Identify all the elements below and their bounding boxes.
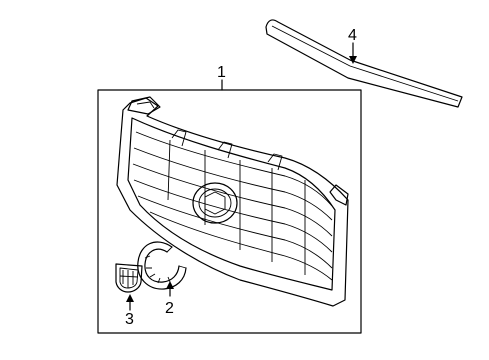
leader-arrow-2 (166, 281, 174, 289)
grille-assembly-part (116, 96, 349, 307)
ring-emblem-part (137, 241, 187, 290)
callout-4: 4 (348, 27, 357, 44)
callout-2: 2 (165, 300, 174, 317)
callout-3: 3 (125, 311, 134, 328)
leader-arrow-3 (126, 294, 134, 302)
callout-1: 1 (217, 64, 226, 81)
grille-frame-box (97, 89, 362, 334)
upper-molding-part (265, 19, 463, 108)
crest-emblem-part (115, 263, 143, 293)
leader-arrow-4 (349, 56, 357, 64)
